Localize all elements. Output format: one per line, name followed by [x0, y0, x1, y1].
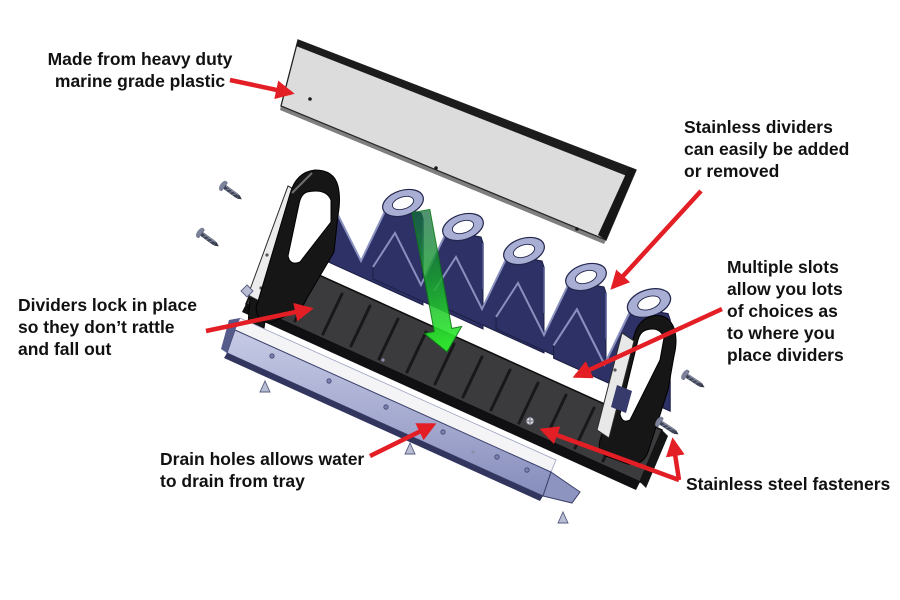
annotation-arrow-drain [369, 422, 437, 459]
drain-holes [269, 353, 530, 473]
lid-screw-hole [434, 166, 438, 170]
annotation-arrow-lock [205, 302, 314, 334]
annotation-arrow-slots [572, 306, 723, 379]
annotation-arrows [205, 77, 723, 483]
lid-screw-hole [308, 97, 312, 101]
lid-panel [280, 39, 637, 244]
callout-dividers-add: Stainless dividers can easily be added o… [684, 117, 850, 181]
handle-right-grip-hole [619, 328, 665, 422]
rail-screw [525, 416, 535, 426]
lid-screw-hole [575, 227, 579, 231]
annotation-arrow-lid [229, 77, 295, 100]
callout-drain-holes: Drain holes allows water to drain from t… [160, 449, 365, 491]
green-insert-arrow [411, 208, 463, 353]
drain-rail [221, 284, 581, 524]
callout-fasteners: Stainless steel fasteners [686, 474, 891, 494]
callout-dividers-lock: Dividers lock in place so they don’t rat… [18, 295, 197, 359]
handle-right [596, 315, 677, 465]
callout-multiple-slots: Multiple slots allow you lots of choices… [727, 257, 844, 365]
handle-right-slot [611, 385, 632, 413]
screw [679, 367, 709, 393]
screw [216, 179, 246, 205]
callout-lid: Made from heavy duty marine grade plasti… [47, 49, 233, 91]
loose-fasteners [240, 284, 569, 524]
annotation-arrow-fastener-left [539, 426, 680, 483]
screw [193, 226, 223, 252]
annotation-arrow-dividers [610, 189, 703, 290]
handle-left-grip-hole [287, 190, 332, 264]
annotation-arrow-fastener-right [665, 437, 685, 481]
